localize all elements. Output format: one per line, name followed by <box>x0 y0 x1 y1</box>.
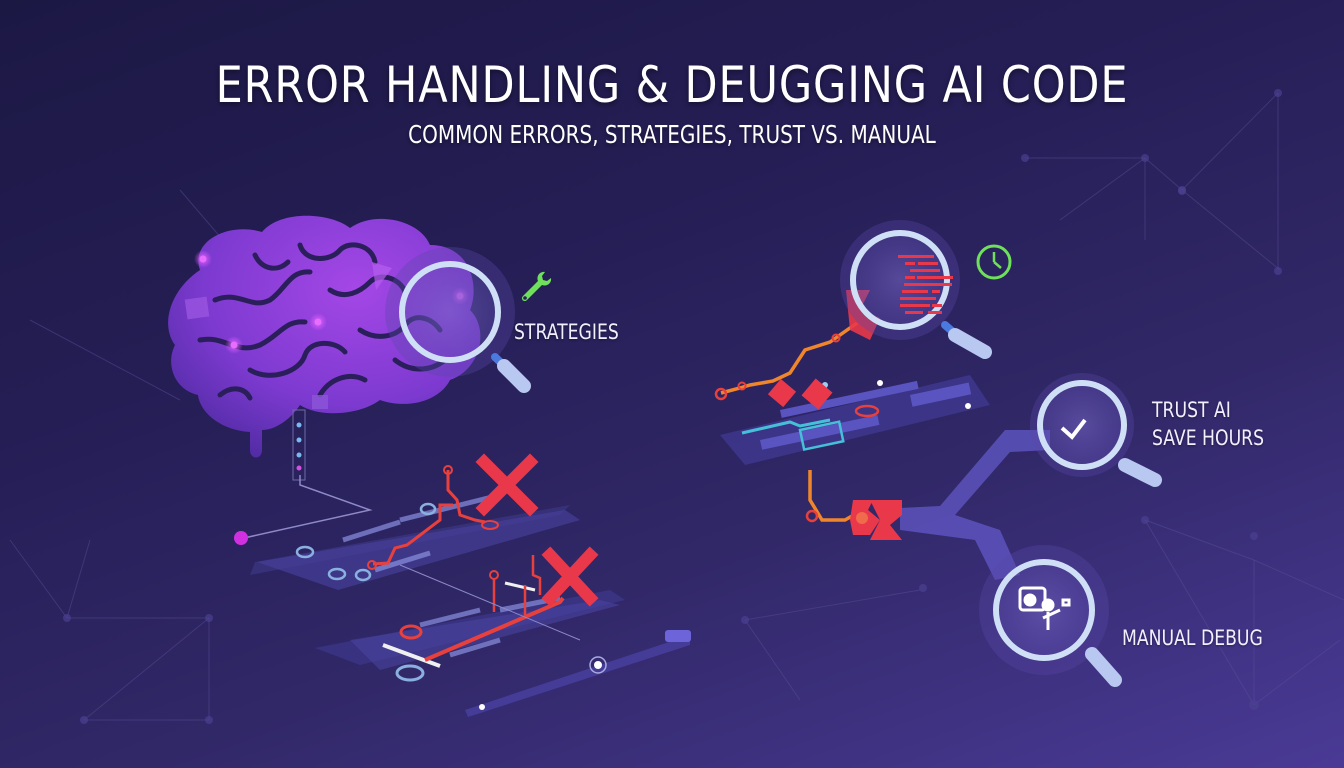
magnifying-glass-icon <box>385 247 531 393</box>
save-hours-label: SAVE HOURS <box>1152 426 1265 450</box>
circuit-board-top <box>234 465 580 590</box>
trust-ai-label: TRUST AI <box>1152 398 1231 422</box>
presenter-icon <box>1018 586 1071 630</box>
checkmark-icon <box>1060 418 1087 440</box>
page-title: ERROR HANDLING & DEUGGING AI CODE <box>215 56 1129 114</box>
magnifying-glass-icon <box>1030 373 1162 487</box>
wrench-icon <box>521 271 552 302</box>
circuit-panel-right <box>720 375 990 465</box>
clock-icon <box>976 244 1012 280</box>
manual-debug-label: MANUAL DEBUG <box>1122 626 1263 650</box>
decision-branch <box>850 430 1050 580</box>
broken-blocks <box>767 290 880 410</box>
brain-wire <box>234 409 373 541</box>
magnifying-glass-icon <box>979 545 1122 687</box>
magnifying-glass-icon <box>840 220 992 359</box>
circuit-board-bottom <box>315 555 625 682</box>
orange-wire <box>714 321 859 523</box>
slider-bar <box>399 564 691 717</box>
x-mark-icon <box>541 546 599 607</box>
page-subtitle: COMMON ERRORS, STRATEGIES, TRUST VS. MAN… <box>408 120 936 149</box>
strategies-label: STRATEGIES <box>514 320 619 344</box>
x-mark-icon <box>475 453 539 517</box>
